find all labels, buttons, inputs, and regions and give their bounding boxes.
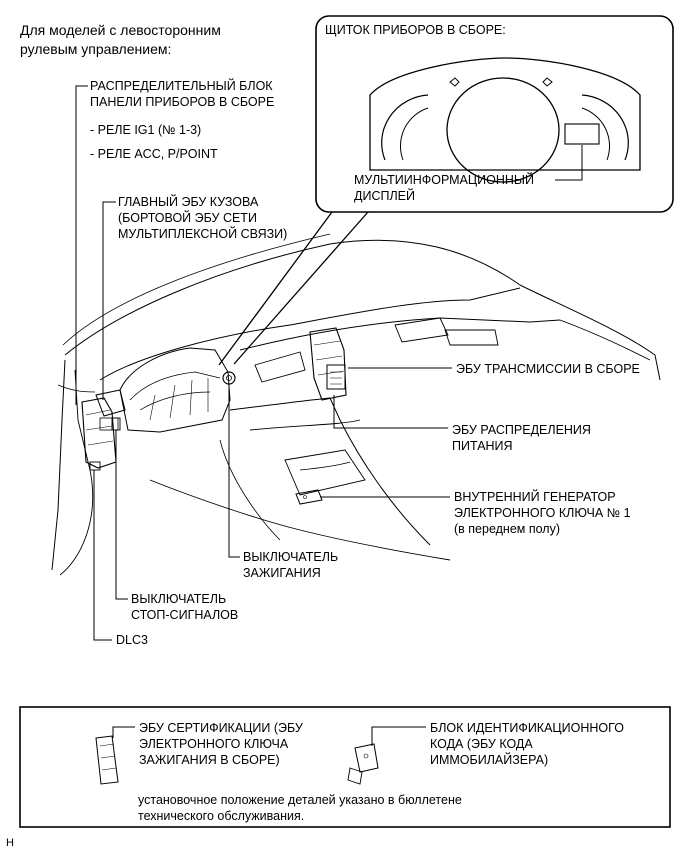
main-ecu-label-1: ГЛАВНЫЙ ЭБУ КУЗОВА	[118, 195, 259, 209]
ignition-label-1: ВЫКЛЮЧАТЕЛЬ	[243, 550, 339, 564]
main-ecu-label-2: (БОРТОВОЙ ЭБУ СЕТИ	[118, 211, 257, 225]
inset-box	[315, 15, 674, 213]
transmission-ecu	[309, 327, 347, 401]
id-block-label-2: КОДА (ЭБУ КОДА	[430, 737, 533, 751]
key-gen-label-1: ВНУТРЕННИЙ ГЕНЕРАТОР	[454, 490, 616, 504]
dlc3-label: DLC3	[116, 633, 148, 647]
id-block-label-3: ИММОБИЛАЙЗЕРА)	[430, 753, 549, 767]
stop-switch-label-2: СТОП-СИГНАЛОВ	[131, 608, 239, 622]
id-block-shape	[354, 743, 379, 773]
cert-ecu-label-1: ЭБУ СЕРТИФИКАЦИИ (ЭБУ	[139, 721, 303, 735]
id-block-label-1: БЛОК ИДЕНТИФИКАЦИОННОГО	[430, 721, 624, 735]
dist-block-label-2: ПАНЕЛИ ПРИБОРОВ В СБОРЕ	[90, 95, 275, 109]
dlc3-connector	[89, 461, 101, 471]
key-gen-label-2: ЭЛЕКТРОННОГО КЛЮЧА № 1	[454, 506, 631, 520]
legend-note-2: технического обслуживания.	[138, 809, 305, 823]
inset-title: ЩИТОК ПРИБОРОВ В СБОРЕ:	[325, 23, 506, 37]
power-ecu-label-2: ПИТАНИЯ	[452, 439, 513, 453]
legend-note-1: установочное положение деталей указано в…	[138, 793, 462, 807]
ignition-label-2: ЗАЖИГАНИЯ	[243, 566, 321, 580]
multi-display	[564, 123, 600, 145]
multi-display-label-1: МУЛЬТИИНФОРМАЦИОННЫЙ	[354, 173, 534, 187]
cert-ecu-label-3: ЗАЖИГАНИЯ В СБОРЕ)	[139, 753, 280, 767]
cert-ecu-label-2: ЭЛЕКТРОННОГО КЛЮЧА	[139, 737, 289, 751]
main-ecu-label-3: МУЛЬТИПЛЕКСНОЙ СВЯЗИ)	[118, 227, 288, 241]
key-gen-label-3: (в переднем полу)	[454, 522, 560, 536]
relay-ig1-label: - РЕЛЕ IG1 (№ 1-3)	[90, 123, 202, 137]
header-line-1: Для моделей с левосторонним	[20, 22, 221, 38]
trans-ecu-label: ЭБУ ТРАНСМИССИИ В СБОРЕ	[456, 362, 640, 376]
legend-box	[19, 706, 671, 828]
header-line-2: рулевым управлением:	[20, 41, 172, 57]
footer-mark: H	[6, 837, 14, 849]
main-body-ecu	[95, 389, 126, 417]
cert-ecu-shape	[95, 735, 119, 785]
stop-switch-label-1: ВЫКЛЮЧАТЕЛЬ	[131, 592, 227, 606]
power-ecu-label-1: ЭБУ РАСПРЕДЕЛЕНИЯ	[452, 423, 591, 437]
power-dist-ecu	[326, 364, 346, 390]
key-oscillator	[295, 489, 323, 505]
cluster-outline	[369, 57, 641, 171]
relay-acc-label: - РЕЛЕ ACC, P/POINT	[90, 147, 218, 161]
dist-block-label-1: РАСПРЕДЕЛИТЕЛЬНЫЙ БЛОК	[90, 79, 273, 93]
multi-display-label-2: ДИСПЛЕЙ	[354, 189, 415, 203]
